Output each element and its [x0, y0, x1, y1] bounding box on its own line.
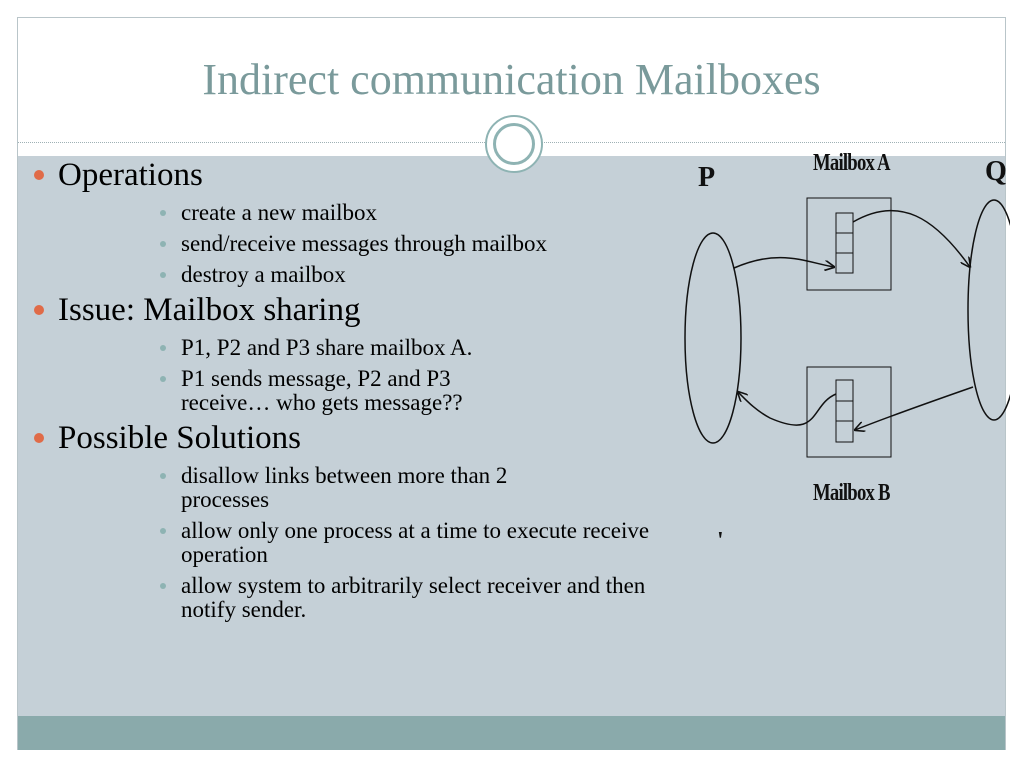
stray-mark: ' [717, 528, 724, 554]
bullet-issue: Issue: Mailbox sharing [34, 291, 674, 329]
ring-ornament-icon [485, 115, 543, 173]
sub-bullet: P1, P2 and P3 share mailbox A. [34, 336, 674, 360]
sub-bullet: destroy a mailbox [34, 263, 674, 287]
sub-bullet-dot-icon [160, 473, 166, 479]
mailbox-b-queue [835, 379, 854, 443]
content-area [18, 156, 1005, 716]
mailbox-diagram-svg [684, 197, 1021, 458]
process-p-ellipse [684, 232, 742, 444]
bullet-operations: Operations [34, 156, 674, 194]
sub-bullet: create a new mailbox [34, 201, 674, 225]
sub-bullet: P1 sends message, P2 and P3 receive… who… [34, 367, 511, 415]
bullet-dot-icon [34, 433, 44, 443]
bullet-solutions: Possible Solutions [34, 419, 674, 457]
mailbox-a-queue [835, 212, 854, 274]
sub-bullet-dot-icon [160, 583, 166, 589]
mailbox-b-box [806, 366, 892, 458]
bullet-dot-icon [34, 305, 44, 315]
arrow-q-to-mailbox-b [855, 386, 974, 430]
slide-title: Indirect communication Mailboxes [202, 55, 821, 104]
sub-bullet: allow system to arbitrarily select recei… [34, 574, 661, 622]
footer-band [18, 716, 1005, 750]
label-q: Q [985, 156, 1007, 187]
bullet-list: Operations create a new mailbox send/rec… [34, 152, 674, 622]
sub-bullet-dot-icon [160, 272, 166, 278]
sub-bullet-dot-icon [160, 210, 166, 216]
sub-bullet: send/receive messages through mailbox [34, 232, 674, 256]
sub-bullet: allow only one process at a time to exec… [34, 519, 671, 567]
sub-bullet-dot-icon [160, 345, 166, 351]
slide-frame: Indirect communication Mailboxes [17, 17, 1006, 750]
arrow-mailbox-b-to-p [738, 392, 837, 426]
sub-bullet: disallow links between more than 2 proce… [34, 464, 521, 512]
sub-bullet-dot-icon [160, 241, 166, 247]
process-q-ellipse [967, 199, 1021, 421]
bullet-dot-icon [34, 170, 44, 180]
label-mailbox-b: Mailbox B [813, 480, 890, 506]
sub-bullet-dot-icon [160, 528, 166, 534]
arrow-p-to-mailbox-a [733, 256, 834, 268]
arrow-mailbox-a-to-q [852, 209, 970, 267]
mailbox-diagram: P Q Mailbox A Mailbox B ' [670, 140, 1021, 560]
label-mailbox-a: Mailbox A [813, 150, 890, 176]
sub-bullet-dot-icon [160, 376, 166, 382]
label-p: P [698, 162, 716, 193]
mailbox-a-box [806, 197, 892, 291]
